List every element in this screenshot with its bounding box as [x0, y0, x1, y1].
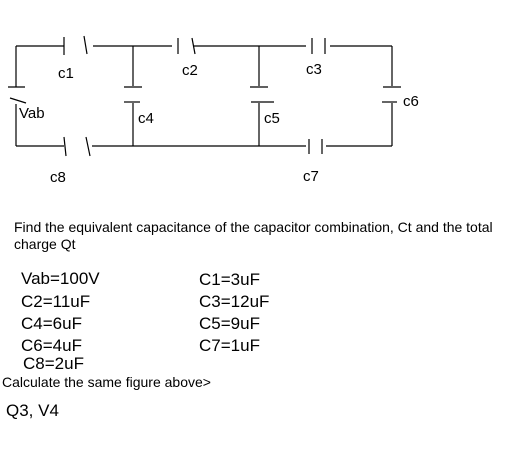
label-c3: c3: [306, 61, 322, 78]
source-vab-branch: [8, 46, 27, 146]
value-c6: C6=4uF: [21, 336, 82, 355]
value-c3: C3=12uF: [199, 292, 270, 311]
capacitor-c2-symbol: [177, 37, 196, 55]
circuit-diagram: [8, 35, 401, 157]
label-c8: c8: [50, 169, 66, 186]
label-c5: c5: [264, 110, 280, 127]
value-c2: C2=11uF: [21, 292, 91, 311]
capacitor-c3-symbol: [311, 38, 326, 54]
requested-quantities: Q3, V4: [6, 401, 59, 420]
value-c8: C8=2uF: [23, 354, 84, 373]
capacitor-c6-symbol: [382, 86, 401, 103]
label-c1: c1: [58, 65, 74, 82]
value-c7: C7=1uF: [199, 336, 260, 355]
value-c1: C1=3uF: [199, 270, 260, 289]
capacitor-c5-symbol: [250, 86, 274, 103]
value-c5: C5=9uF: [199, 314, 260, 333]
value-c4: C4=6uF: [21, 314, 82, 333]
label-c2: c2: [182, 62, 198, 79]
label-c6: c6: [403, 93, 419, 110]
capacitor-c4-symbol: [124, 86, 142, 103]
capacitor-c8-symbol: [63, 136, 91, 157]
label-vab: Vab: [19, 105, 45, 122]
label-c4: c4: [138, 110, 154, 127]
instruction-note: Calculate the same figure above>: [2, 374, 211, 390]
capacitor-c7-symbol: [308, 139, 323, 154]
label-c7: c7: [303, 168, 319, 185]
value-vab: Vab=100V: [21, 269, 100, 288]
capacitor-c1-symbol: [63, 35, 88, 55]
question-text: Find the equivalent capacitance of the c…: [14, 219, 493, 252]
